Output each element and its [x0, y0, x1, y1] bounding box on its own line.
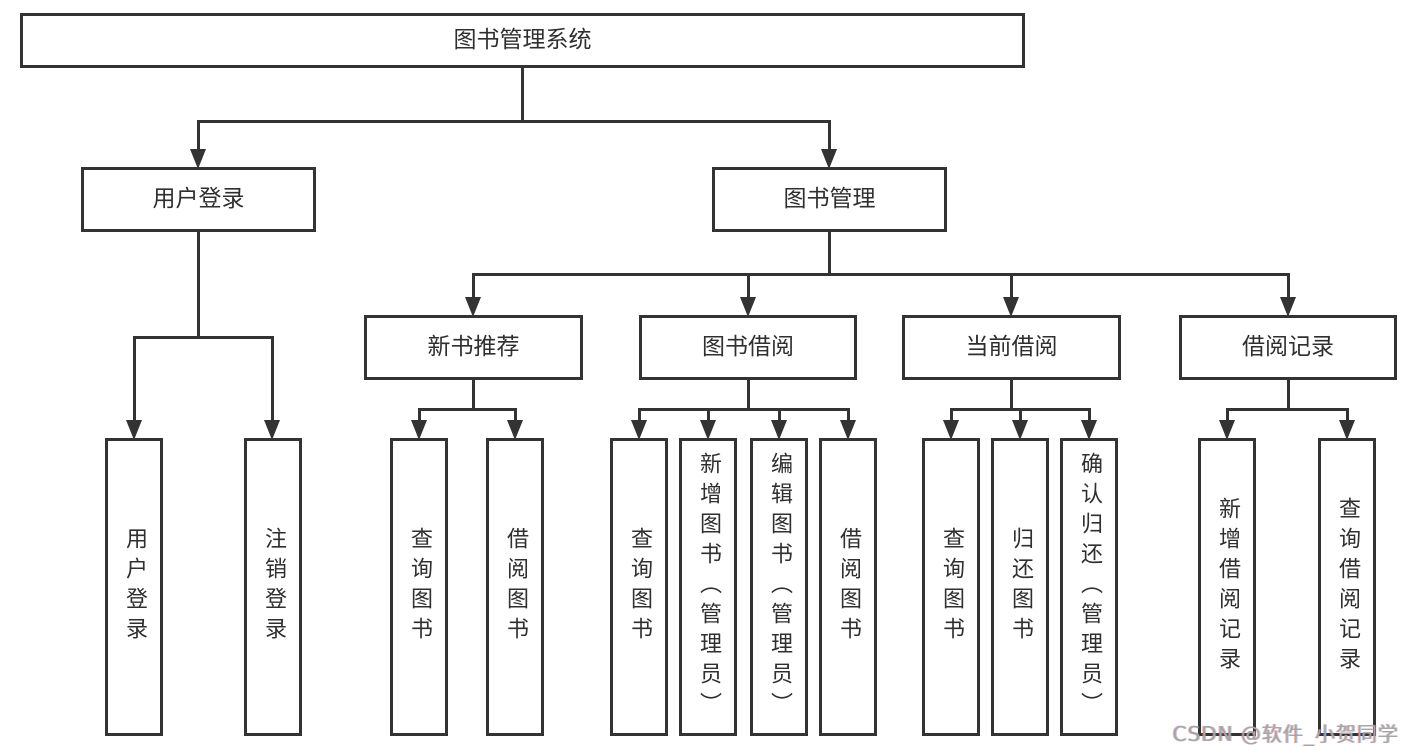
arrowhead-icon	[840, 420, 856, 440]
arrowhead-icon	[1219, 420, 1235, 440]
connector-rail	[472, 273, 1290, 276]
leaf-bookborrow-query-book: 查询图书	[610, 438, 668, 736]
leaf-currentborrow-query-book: 查询图书	[922, 438, 980, 736]
connector-shaft	[778, 408, 781, 424]
connector-rail	[418, 408, 517, 411]
arrowhead-icon	[700, 420, 716, 440]
arrowhead-icon	[411, 420, 427, 440]
arrowhead-icon	[821, 149, 837, 169]
arrowhead-icon	[740, 297, 756, 317]
arrowhead-icon	[631, 420, 647, 440]
leaf-user-logout: 注销登录	[244, 438, 302, 736]
connector-shaft	[1010, 273, 1013, 301]
node-new-book-rec: 新书推荐	[364, 315, 583, 380]
node-book-borrow: 图书借阅	[639, 315, 857, 380]
node-user-login: 用户登录	[81, 167, 316, 232]
connector-shaft	[747, 273, 750, 301]
connector-shaft	[828, 120, 831, 153]
connector-shaft	[707, 408, 710, 424]
node-book-mgmt: 图书管理	[712, 167, 947, 232]
connector-shaft	[1088, 408, 1091, 424]
arrowhead-icon	[264, 420, 280, 440]
leaf-user-login: 用户登录	[105, 438, 163, 736]
connector-shaft	[950, 408, 953, 424]
connector-rail	[638, 408, 850, 411]
connector-shaft	[1287, 273, 1290, 301]
arrowhead-icon	[943, 420, 959, 440]
leaf-newbookrec-query-book: 查询图书	[390, 438, 448, 736]
arrowhead-icon	[190, 149, 206, 169]
watermark: CSDN @软件_小贺同学	[1172, 722, 1399, 746]
connector-shaft	[197, 120, 200, 153]
leaf-bookborrow-edit-book-admin: 编辑图书（管理员）	[750, 438, 808, 736]
connector-stem	[1287, 380, 1290, 411]
leaf-currentborrow-confirm-return-admin: 确认归还（管理员）	[1060, 438, 1118, 736]
arrowhead-icon	[507, 420, 523, 440]
leaf-bookborrow-add-book-admin: 新增图书（管理员）	[679, 438, 737, 736]
node-borrow-record: 借阅记录	[1179, 315, 1397, 380]
arrowhead-icon	[1012, 420, 1028, 440]
leaf-records-query-record: 查询借阅记录	[1318, 438, 1376, 736]
arrowhead-icon	[1280, 297, 1296, 317]
connector-shaft	[472, 273, 475, 301]
connector-shaft	[514, 408, 517, 424]
node-current-borrow: 当前借阅	[902, 315, 1121, 380]
leaf-newbookrec-borrow-book: 借阅图书	[486, 438, 544, 736]
connector-stem	[197, 232, 200, 339]
connector-stem	[521, 68, 524, 123]
arrowhead-icon	[1003, 297, 1019, 317]
connector-shaft	[1226, 408, 1229, 424]
connector-stem	[1010, 380, 1013, 411]
leaf-records-add-record: 新增借阅记录	[1198, 438, 1256, 736]
arrowhead-icon	[465, 297, 481, 317]
connector-shaft	[271, 336, 274, 424]
leaf-currentborrow-return-book: 归还图书	[991, 438, 1049, 736]
connector-rail	[1226, 408, 1349, 411]
arrowhead-icon	[771, 420, 787, 440]
connector-rail	[197, 120, 831, 123]
connector-stem	[828, 232, 831, 276]
connector-shaft	[638, 408, 641, 424]
connector-shaft	[133, 336, 136, 424]
arrowhead-icon	[1339, 420, 1355, 440]
connector-shaft	[1019, 408, 1022, 424]
arrowhead-icon	[126, 420, 142, 440]
connector-shaft	[1346, 408, 1349, 424]
connector-shaft	[418, 408, 421, 424]
connector-shaft	[847, 408, 850, 424]
connector-stem	[472, 380, 475, 411]
arrowhead-icon	[1081, 420, 1097, 440]
connector-rail	[133, 336, 274, 339]
node-root: 图书管理系统	[20, 13, 1025, 68]
leaf-bookborrow-borrow-book: 借阅图书	[819, 438, 877, 736]
connector-stem	[747, 380, 750, 411]
